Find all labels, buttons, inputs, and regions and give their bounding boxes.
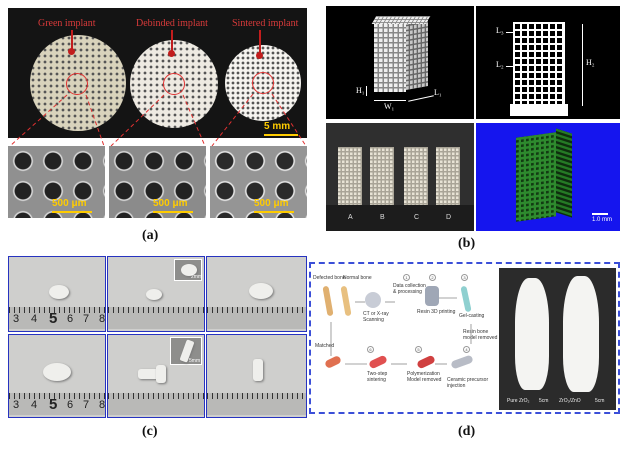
sample-d bbox=[436, 147, 460, 205]
specimen-screw bbox=[138, 369, 160, 379]
specimen bbox=[49, 285, 69, 299]
ruler bbox=[207, 307, 306, 329]
inset-image: 2mm bbox=[174, 259, 202, 281]
panel-b-2d-section: L₃ L₂ H₂ bbox=[476, 6, 620, 119]
ruler bbox=[207, 393, 306, 415]
specimen bbox=[249, 283, 273, 299]
ruler: 3 4 5 6 7 8 bbox=[9, 307, 105, 329]
panel-b-printed-samples: A B C D bbox=[326, 123, 474, 231]
lattice-side-face bbox=[406, 16, 428, 90]
ct-lattice-front bbox=[516, 132, 556, 222]
sem-scale-bar bbox=[153, 211, 193, 213]
panel-c-photo-6 bbox=[206, 334, 307, 418]
lattice-base bbox=[510, 104, 568, 116]
scale-bar-5mm bbox=[264, 134, 298, 136]
photo-label-pure-zro2: Pure ZrO₂ bbox=[507, 398, 530, 404]
dim-l3: L₃ bbox=[496, 26, 504, 35]
label-two-step-sintering: Two-step sintering bbox=[367, 371, 388, 383]
sample-tray bbox=[326, 205, 474, 231]
lattice-top-face bbox=[371, 16, 431, 24]
ruler bbox=[108, 307, 204, 329]
photo-scale-right: 5cm bbox=[595, 398, 605, 404]
panel-b-ct-render: 1.0 mm bbox=[476, 123, 620, 231]
dim-h1: H₁ bbox=[356, 86, 365, 95]
resin-printer-icon bbox=[425, 286, 439, 306]
marker-sintered bbox=[256, 52, 263, 59]
ct-lattice-side bbox=[556, 128, 572, 218]
label-matched: Matched bbox=[315, 343, 335, 349]
photo-scale-left: 5cm bbox=[539, 398, 549, 404]
femur-pure-zro2 bbox=[515, 278, 549, 390]
caption-c: (c) bbox=[142, 424, 158, 439]
sem-scale-bar bbox=[254, 211, 294, 213]
label-normal-bone: Normal bone bbox=[343, 275, 372, 281]
panel-c-photo-3 bbox=[206, 256, 307, 332]
sem-image-green: 500 μm bbox=[8, 146, 105, 218]
zoom-circle-debinded bbox=[163, 73, 185, 95]
label-ct-scan: CT or X-ray Scanning bbox=[363, 311, 389, 323]
label-gel-casting: Gel-casting bbox=[459, 313, 485, 319]
femur-zro2-zno bbox=[563, 276, 599, 392]
label-resin-removed: Resin bone model removed bbox=[463, 329, 498, 341]
lattice-front-face bbox=[374, 22, 406, 92]
sample-label-a: A bbox=[348, 214, 353, 221]
panel-b-3d-model: H₁ W₁ L₁ bbox=[326, 6, 474, 119]
sem-scale-bar bbox=[52, 211, 92, 213]
ct-scale-label: 1.0 mm bbox=[592, 217, 613, 223]
sem-image-debinded: 500 μm bbox=[109, 146, 206, 218]
sem-scale-label: 500 μm bbox=[52, 198, 87, 209]
inset-scale-label: 5mm bbox=[189, 358, 201, 364]
zoom-circle-green bbox=[66, 73, 88, 95]
caption-b: (b) bbox=[458, 236, 476, 251]
panel-c-photo-2: 2mm bbox=[107, 256, 205, 332]
label-data-collection: Data collection & processing bbox=[393, 283, 426, 295]
workflow-arrows bbox=[330, 297, 472, 365]
dim-h2: H₂ bbox=[586, 58, 595, 67]
specimen bbox=[146, 289, 162, 300]
panel-c-photo-5: 5mm bbox=[107, 334, 205, 418]
sem-scale-label: 500 μm bbox=[254, 198, 289, 209]
marker-debinded bbox=[168, 50, 175, 57]
photo-label-zro2-zno: ZrO₂/ZnO bbox=[559, 398, 581, 404]
label-defected-bone: Defected bone bbox=[313, 275, 346, 281]
dim-l2: L₂ bbox=[496, 60, 504, 69]
dim-l1: L₁ bbox=[434, 88, 442, 97]
panel-c-photo-4: 3 4 5 6 7 8 bbox=[8, 334, 106, 418]
sem-image-sintered: 500 μm bbox=[210, 146, 307, 218]
panel-d-workflow: Defected bone Normal bone CT or X-ray Sc… bbox=[309, 262, 620, 414]
inset-image: 5mm bbox=[170, 337, 202, 365]
sample-label-d: D bbox=[446, 214, 452, 221]
sem-scale-label: 500 μm bbox=[153, 198, 188, 209]
inset-scale-label: 2mm bbox=[191, 274, 203, 280]
label-debinded-implant: Debinded implant bbox=[136, 18, 208, 29]
sample-label-c: C bbox=[414, 214, 420, 221]
sample-b bbox=[370, 147, 394, 205]
bone-implant-photo: Pure ZrO₂ ZrO₂/ZnO 5cm 5cm bbox=[499, 268, 616, 410]
label-resin-printing: Resin 3D printing bbox=[417, 309, 456, 315]
specimen bbox=[43, 363, 71, 381]
panel-a-implant-photo: Green implant Debinded implant Sintered … bbox=[8, 8, 307, 138]
caption-d: (d) bbox=[458, 424, 476, 439]
sample-label-b: B bbox=[380, 214, 385, 221]
sample-c bbox=[404, 147, 428, 205]
caption-a: (a) bbox=[142, 228, 159, 243]
label-polymerization: Polymerization Model removed bbox=[407, 371, 442, 383]
sample-a bbox=[338, 147, 362, 205]
zoom-circle-sintered bbox=[252, 72, 274, 94]
label-ceramic-injection: Ceramic precursor injection bbox=[447, 377, 489, 389]
ct-scale-bar bbox=[592, 213, 608, 215]
panel-c-photo-1: 3 4 5 6 7 8 bbox=[8, 256, 106, 332]
ruler: 3 4 5 6 7 8 bbox=[9, 393, 105, 415]
specimen-pin bbox=[253, 359, 263, 381]
label-sintered-implant: Sintered implant bbox=[232, 18, 299, 29]
ruler bbox=[108, 393, 204, 415]
marker-green bbox=[68, 48, 75, 55]
scale-label-5mm: 5 mm bbox=[264, 121, 291, 132]
lattice-cross-section bbox=[513, 22, 565, 104]
dim-w1: W₁ bbox=[384, 102, 395, 111]
ct-scanner-icon bbox=[365, 292, 381, 308]
label-green-implant: Green implant bbox=[38, 18, 96, 29]
